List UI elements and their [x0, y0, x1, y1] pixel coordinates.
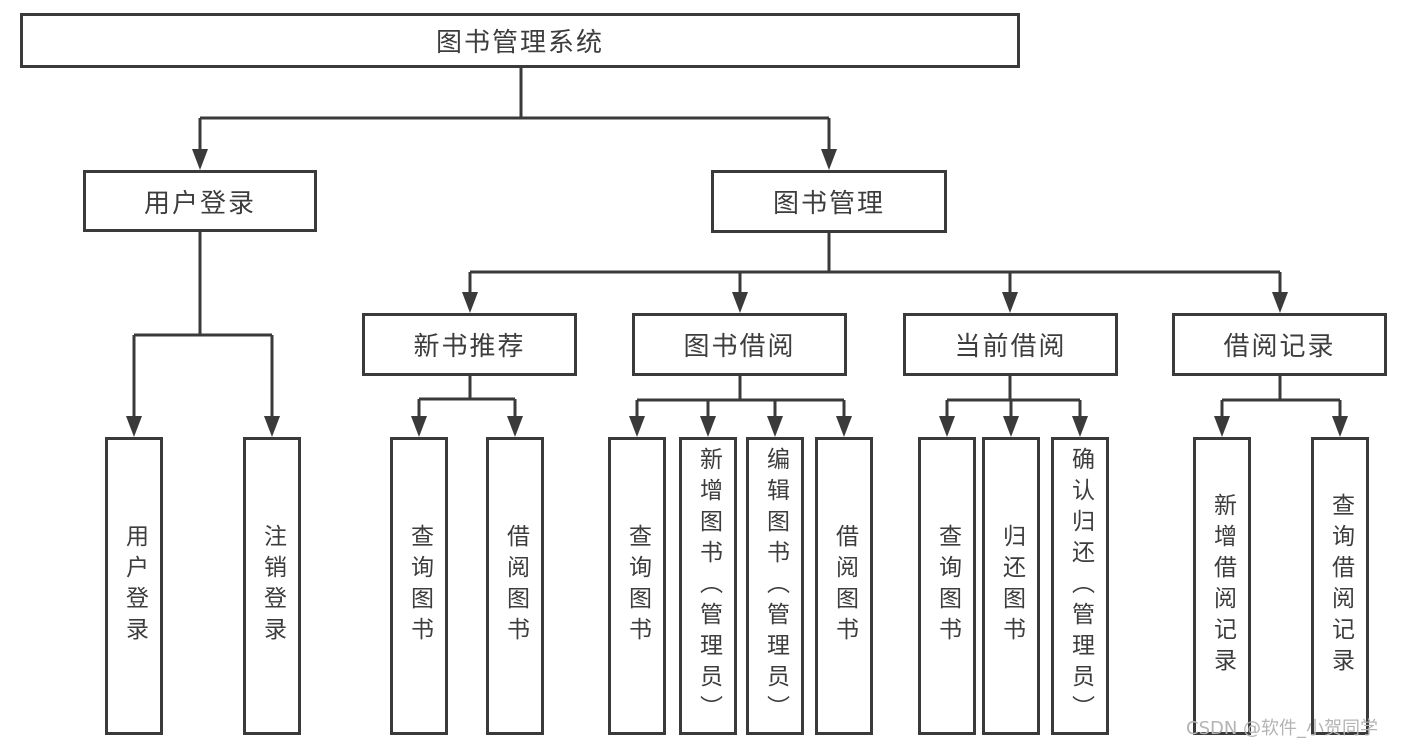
node-book-management: 图书管理	[711, 170, 947, 233]
arrowhead-icon	[836, 416, 852, 437]
arrowhead-icon	[1003, 416, 1019, 437]
leaf-return-books: 归还图书	[982, 437, 1040, 735]
leaf-add-books-admin: 新增图书（管理员）	[679, 437, 737, 735]
leaf-logout: 注销登录	[243, 437, 301, 735]
leaf-query-books-current: 查询图书	[918, 437, 976, 735]
node-new-book-recommend: 新书推荐	[362, 313, 577, 376]
node-borrow-records: 借阅记录	[1172, 313, 1387, 376]
node-book-borrow: 图书借阅	[632, 313, 847, 376]
leaf-query-borrow-record: 查询借阅记录	[1311, 437, 1369, 735]
leaf-user-login: 用户登录	[105, 437, 163, 735]
arrowhead-icon	[192, 149, 208, 170]
arrowhead-icon	[411, 416, 427, 437]
node-user-login: 用户登录	[83, 170, 317, 232]
node-current-borrow: 当前借阅	[903, 313, 1118, 376]
leaf-borrow-books-recommend: 借阅图书	[486, 437, 544, 735]
arrowhead-icon	[1332, 416, 1348, 437]
arrowhead-icon	[264, 416, 280, 437]
arrowhead-icon	[700, 416, 716, 437]
leaf-edit-books-admin: 编辑图书（管理员）	[746, 437, 804, 735]
arrowhead-icon	[629, 416, 645, 437]
arrowhead-icon	[1272, 292, 1288, 313]
arrowhead-icon	[462, 292, 478, 313]
arrowhead-icon	[1072, 416, 1088, 437]
arrowhead-icon	[1002, 292, 1018, 313]
csdn-watermark: CSDN @软件_小贺同学	[1186, 718, 1379, 739]
arrowhead-icon	[767, 416, 783, 437]
arrowhead-icon	[507, 416, 523, 437]
arrowhead-icon	[126, 416, 142, 437]
arrowhead-icon	[939, 416, 955, 437]
leaf-query-books-recommend: 查询图书	[390, 437, 448, 735]
arrowhead-icon	[732, 292, 748, 313]
leaf-confirm-return-admin: 确认归还（管理员）	[1051, 437, 1109, 735]
arrowhead-icon	[821, 149, 837, 170]
arrowhead-icon	[1214, 416, 1230, 437]
leaf-query-books-borrow: 查询图书	[608, 437, 666, 735]
leaf-borrow-books: 借阅图书	[815, 437, 873, 735]
leaf-add-borrow-record: 新增借阅记录	[1193, 437, 1251, 735]
node-library-system: 图书管理系统	[20, 13, 1020, 68]
